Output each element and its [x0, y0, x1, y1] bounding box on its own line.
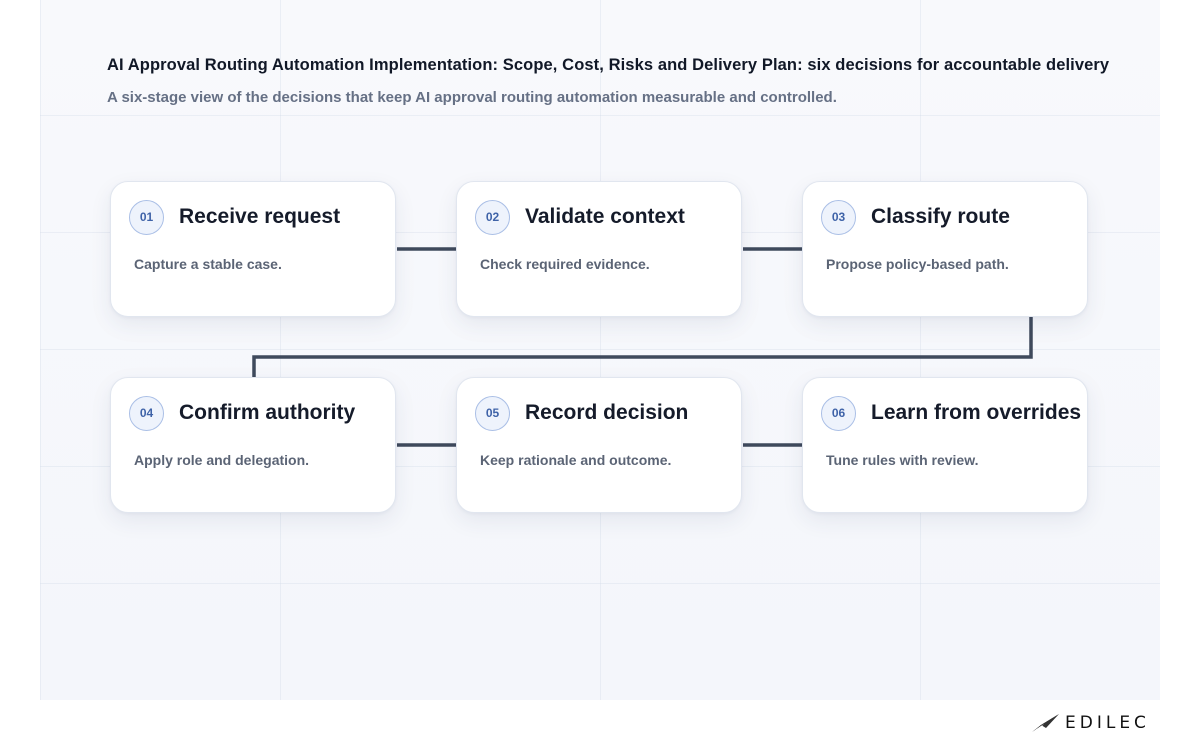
diagram-title: AI Approval Routing Automation Implement…	[107, 56, 1110, 74]
step-card-classify-route: 03 Classify route Propose policy-based p…	[802, 181, 1088, 317]
step-card-learn-from-overrides: 06 Learn from overrides Tune rules with …	[802, 377, 1088, 513]
step-number-badge: 03	[821, 200, 856, 235]
step-description: Check required evidence.	[480, 256, 650, 272]
step-number-badge: 02	[475, 200, 510, 235]
step-number-badge: 04	[129, 396, 164, 431]
paper-plane-icon	[1032, 714, 1059, 732]
brand-logo-text: EDILEC	[1065, 713, 1150, 733]
step-description: Capture a stable case.	[134, 256, 282, 272]
step-description: Keep rationale and outcome.	[480, 452, 672, 468]
step-card-receive-request: 01 Receive request Capture a stable case…	[110, 181, 396, 317]
step-card-validate-context: 02 Validate context Check required evide…	[456, 181, 742, 317]
step-description: Tune rules with review.	[826, 452, 979, 468]
grid-line	[920, 0, 921, 700]
step-number-badge: 01	[129, 200, 164, 235]
step-description: Apply role and delegation.	[134, 452, 310, 468]
step-card-record-decision: 05 Record decision Keep rationale and ou…	[456, 377, 742, 513]
step-title: Validate context	[525, 205, 685, 228]
step-title: Record decision	[525, 401, 689, 424]
step-title: Classify route	[871, 205, 1010, 228]
step-title: Learn from overrides	[871, 401, 1082, 424]
step-number-badge: 06	[821, 396, 856, 431]
step-number-badge: 05	[475, 396, 510, 431]
step-title: Confirm authority	[179, 401, 356, 424]
step-title: Receive request	[179, 205, 341, 228]
grid-line	[40, 349, 1160, 350]
grid-line	[40, 583, 1160, 584]
diagram-subtitle: A six-stage view of the decisions that k…	[107, 89, 837, 106]
step-card-confirm-authority: 04 Confirm authority Apply role and dele…	[110, 377, 396, 513]
grid-line	[40, 115, 1160, 116]
brand-logo: EDILEC	[1032, 712, 1150, 734]
grid-line	[40, 0, 41, 700]
step-description: Propose policy-based path.	[826, 256, 1009, 272]
